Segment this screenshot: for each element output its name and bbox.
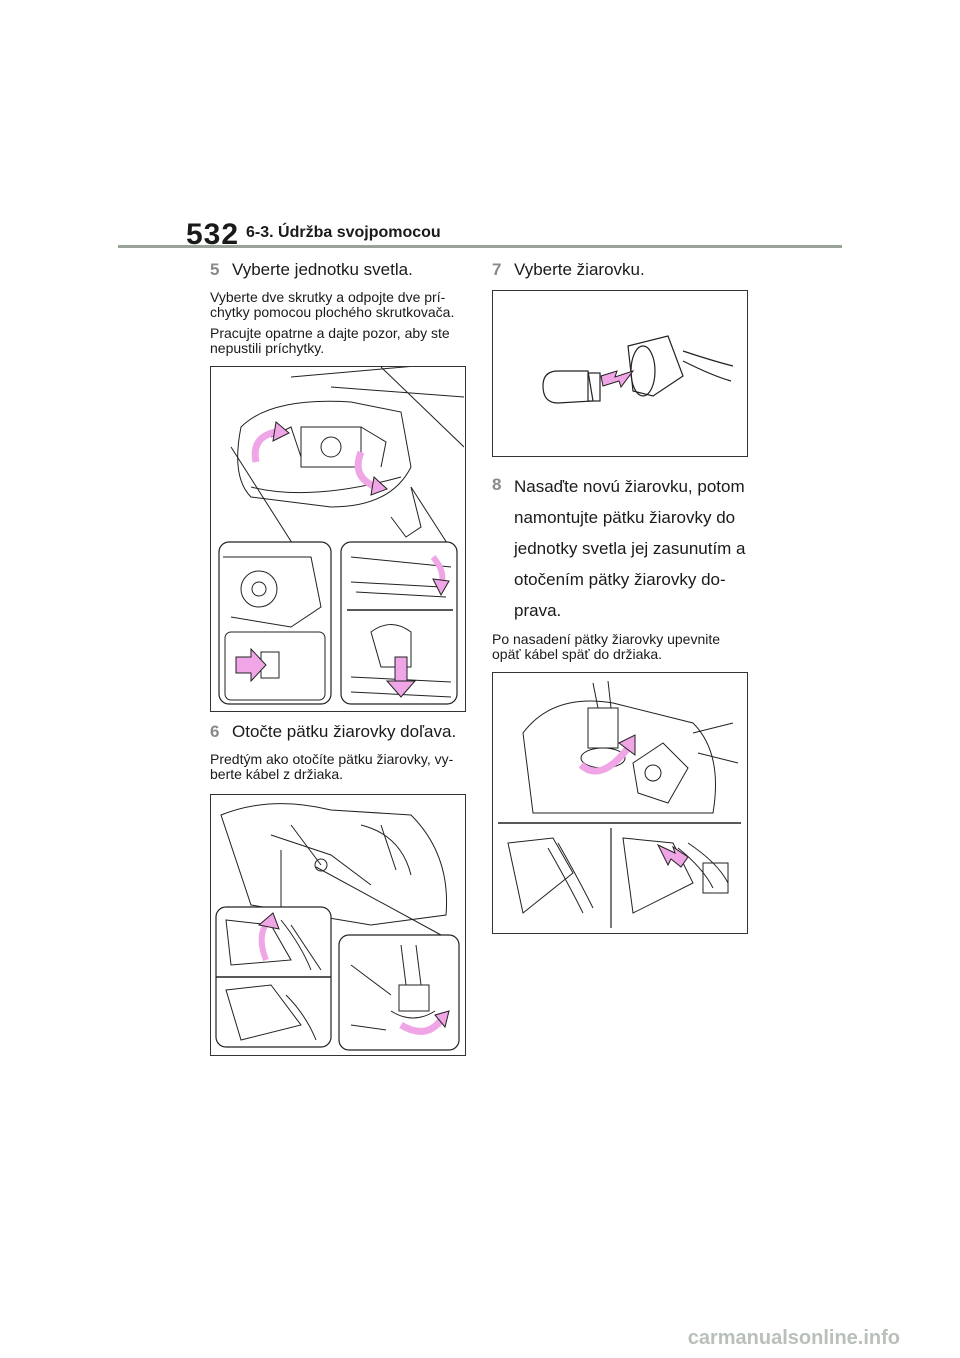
section-title: 6-3. Údržba svojpomocou xyxy=(246,224,441,241)
figure-remove-light-unit xyxy=(210,366,466,712)
step-number: 5 xyxy=(210,260,220,279)
step-number: 8 xyxy=(492,475,502,494)
step-6-paragraph-1: Predtým ako otočíte pätku žiarovky, vy-b… xyxy=(210,751,454,782)
bulb-base-turn-illustration xyxy=(215,803,460,1051)
step-7-heading: 7 Vyberte žiarovku. xyxy=(492,256,752,284)
figure-turn-bulb-base-left xyxy=(210,794,466,1056)
step-8-heading: 8 Nasaďte novú žiarovku, potom namontujt… xyxy=(492,471,752,626)
bulb-install-illustration xyxy=(498,680,741,928)
step-title: Vyberte jednotku svetla. xyxy=(232,260,413,279)
watermark: carmanualsonline.info xyxy=(687,1327,900,1349)
figure-install-bulb xyxy=(492,672,748,934)
light-unit-illustration xyxy=(218,367,464,705)
left-column: 5 Vyberte jednotku svetla. Vyberte dve s… xyxy=(210,256,470,1056)
step-8-paragraph-1: Po nasadení pätky žiarovky upevnite opäť… xyxy=(492,631,721,662)
step-title: Vyberte žiarovku. xyxy=(514,260,645,279)
bulb-removal-illustration xyxy=(542,335,734,404)
step-title: Otočte pätku žiarovky doľava. xyxy=(232,722,457,741)
step-5-paragraph-1: Vyberte dve skrutky a odpojte dve prí-ch… xyxy=(210,289,455,320)
step-title: Nasaďte novú žiarovku, potom namontujte … xyxy=(514,477,746,620)
step-number: 7 xyxy=(492,260,502,279)
header-divider xyxy=(118,245,842,248)
step-5-heading: 5 Vyberte jednotku svetla. xyxy=(210,256,470,284)
right-column: 7 Vyberte žiarovku. 8 Nasaďte novú žiaro… xyxy=(492,256,752,934)
figure-remove-bulb xyxy=(492,290,748,457)
step-number: 6 xyxy=(210,722,220,741)
step-5-paragraph-2: Pracujte opatrne a dajte pozor, aby ste … xyxy=(210,325,450,356)
step-6-heading: 6 Otočte pätku žiarovky doľava. xyxy=(210,718,470,746)
